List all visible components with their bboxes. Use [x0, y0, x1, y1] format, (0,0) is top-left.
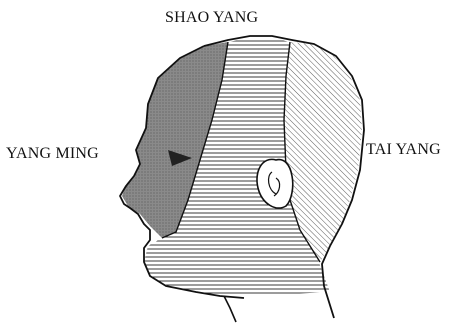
- yang-ming-label: YANG MING: [6, 145, 99, 163]
- neck-front-line: [224, 296, 236, 322]
- tai-yang-label: TAI YANG: [366, 141, 441, 159]
- shao-yang-label: SHAO YANG: [165, 9, 258, 27]
